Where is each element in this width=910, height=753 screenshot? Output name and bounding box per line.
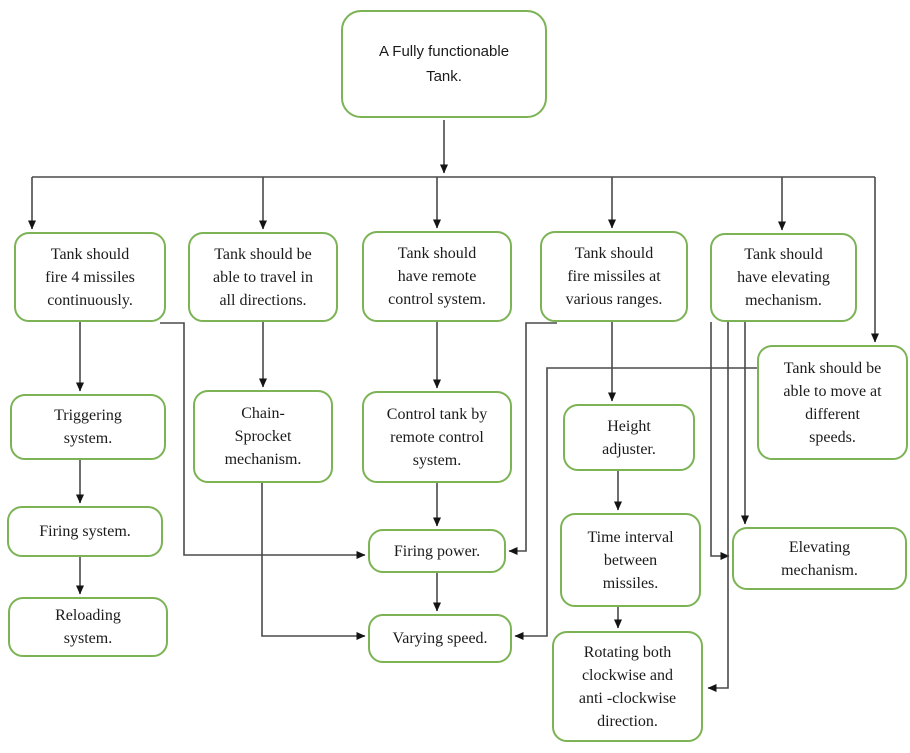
edge-req-elevating-to-elevating-left: [710, 322, 730, 560]
node-control-tank: Control tank by remote control system.: [362, 391, 512, 483]
node-chain-sprocket-label: Chain- Sprocket mechanism.: [224, 405, 302, 468]
node-control-tank-label: Control tank by remote control system.: [386, 405, 488, 469]
node-reloading-label: Reloading system.: [55, 607, 121, 647]
node-firing-system: Firing system.: [7, 506, 163, 557]
node-triggering-label: Triggering system.: [54, 407, 122, 447]
node-req-missiles-label: Tank should fire 4 missiles continuously…: [45, 245, 135, 309]
node-req-travel-label: Tank should be able to travel in all dir…: [213, 245, 313, 309]
edge-req-ranges-to-firing-power: [508, 322, 557, 555]
node-req-remote: Tank should have remote control system.: [362, 231, 512, 322]
node-req-ranges: Tank should fire missiles at various ran…: [540, 231, 688, 322]
node-req-speeds-label: Tank should be able to move at different…: [783, 359, 882, 446]
node-firing-system-label: Firing system.: [39, 523, 131, 540]
node-req-missiles: Tank should fire 4 missiles continuously…: [14, 232, 166, 322]
node-firing-power-label: Firing power.: [393, 542, 481, 560]
node-triggering: Triggering system.: [10, 394, 166, 460]
node-req-ranges-label: Tank should fire missiles at various ran…: [565, 245, 663, 308]
node-time-interval: Time interval between missiles.: [560, 513, 701, 607]
node-req-elevating-label: Tank should have elevating mechanism.: [737, 246, 830, 309]
node-req-remote-label: Tank should have remote control system.: [388, 245, 486, 308]
node-varying-speed: Varying speed.: [368, 614, 512, 663]
node-elevating-mechanism-label: Elevating mechanism.: [781, 538, 858, 579]
node-rotating: Rotating both clockwise and anti -clockw…: [552, 631, 703, 742]
node-time-interval-label: Time interval between missiles.: [587, 528, 674, 592]
node-elevating-mechanism: Elevating mechanism.: [732, 527, 907, 590]
node-height-adjuster-label: Height adjuster.: [602, 417, 656, 458]
node-req-speeds: Tank should be able to move at different…: [757, 345, 908, 460]
edge-req-elevating-to-rotating: [707, 322, 729, 692]
node-req-travel: Tank should be able to travel in all dir…: [188, 232, 338, 322]
node-varying-speed-label: Varying speed.: [392, 630, 488, 647]
node-height-adjuster: Height adjuster.: [563, 404, 695, 471]
edge-chain-to-varying-speed: [261, 483, 366, 640]
node-rotating-label: Rotating both clockwise and anti -clockw…: [578, 643, 677, 730]
node-firing-power: Firing power.: [368, 529, 506, 573]
node-req-elevating: Tank should have elevating mechanism.: [710, 233, 857, 322]
node-root-label: A Fully functionable Tank.: [378, 43, 510, 85]
node-chain-sprocket: Chain- Sprocket mechanism.: [193, 390, 333, 483]
node-root: A Fully functionable Tank.: [341, 10, 547, 118]
node-reloading: Reloading system.: [8, 597, 168, 657]
